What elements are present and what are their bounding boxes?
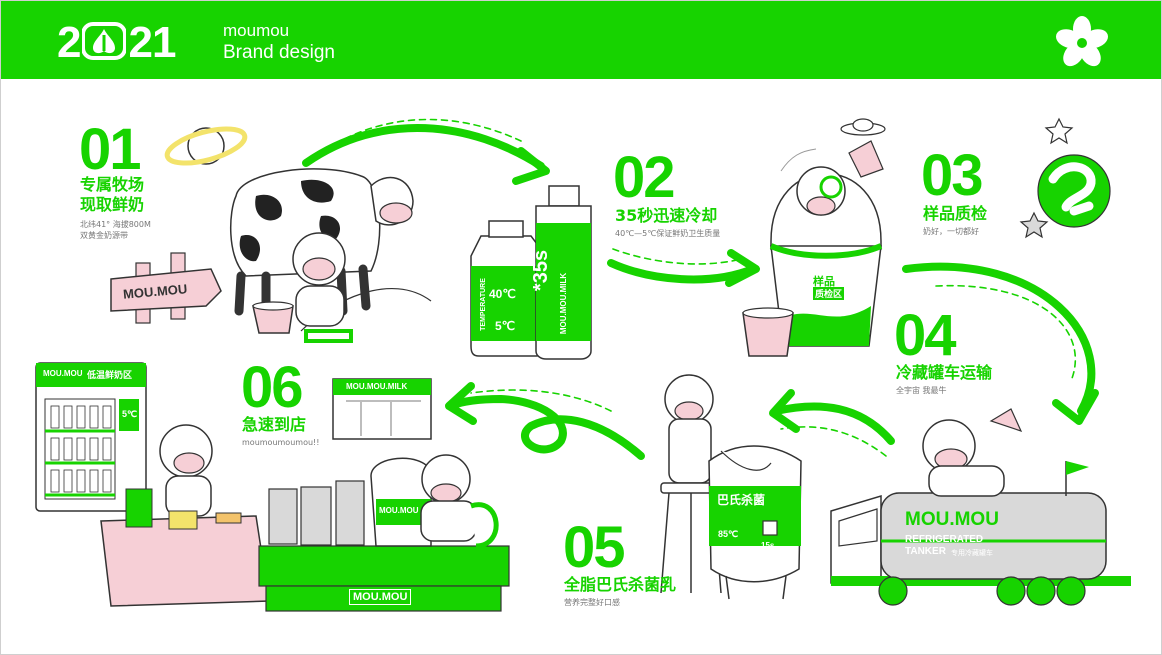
milk-fridge (35, 362, 147, 512)
step-01-desc: 北纬41° 海拔800M (80, 220, 151, 229)
cow-astronaut-milking (252, 232, 353, 343)
step-06-number: 06 (241, 355, 303, 420)
bottle-temp-low: 5℃ (495, 319, 516, 333)
tanker-line1: REFRIGERATED (905, 534, 984, 545)
arrow-03-04 (902, 262, 1096, 415)
year-digit-2: 2 (57, 18, 82, 67)
step-05-desc: 营养完整好口感 (564, 598, 620, 607)
step-05-title: 全脂巴氏杀菌乳 (564, 575, 677, 594)
arrow-02-03 (607, 259, 757, 284)
tanker-brand-label: MOU.MOU (905, 509, 999, 530)
planet-badge-icon (1037, 154, 1111, 228)
sample-zone-label: 样品 (813, 276, 835, 288)
step-06-desc: moumoumoumou!! (242, 438, 320, 447)
step-04-title: 冷藏罐车运输 (896, 363, 993, 382)
store-sign (332, 378, 432, 440)
decor-stars (1019, 117, 1074, 239)
step-01-title-2: 现取鲜奶 (80, 195, 145, 214)
bottle-temperature-label: TEMPERATURE (479, 278, 487, 331)
pasteurization-tank (660, 374, 802, 600)
planet-icon (164, 126, 248, 166)
milk-bottle-large (535, 185, 592, 360)
year-digits-21: 21 (128, 18, 176, 67)
arrow-01-02 (302, 123, 545, 170)
step-03-number: 03 (921, 143, 983, 208)
step-03-title: 样品质检 (923, 204, 988, 223)
step-06-title: 急速到店 (242, 415, 307, 434)
bottle-brand-label: MOU.MOU.MILK (559, 272, 569, 335)
step-04-desc: 全宇宙 我最牛 (896, 386, 947, 395)
tanker-line2: TANKER (905, 546, 946, 557)
milk-bottle-small (470, 220, 547, 357)
pasteur-label: 巴氏杀菌 (717, 493, 766, 507)
arrow-05-06 (447, 394, 645, 460)
header-bar (1, 1, 1161, 79)
brand-subtitle: Brand design (223, 42, 335, 63)
step-02-desc: 40℃—5℃保证鲜奶卫生质量 (615, 229, 721, 238)
brand-name: moumou (223, 21, 290, 40)
pasteur-time: 15s (761, 541, 775, 550)
store-counter (100, 424, 270, 607)
store-sign-label: MOU.MOU.MILK (346, 382, 408, 391)
fridge-temp-label: 5℃ (122, 409, 138, 419)
step-01-desc-2: 双黄金奶源带 (80, 231, 128, 240)
step-02-title: 35秒迅速冷却 (615, 206, 718, 225)
flow-arrows (302, 118, 1099, 460)
step-01-title: 专属牧场 (80, 175, 145, 194)
tanker-truck (830, 408, 1131, 606)
step-03-desc: 奶好，一切都好 (923, 227, 979, 236)
fence-sign (110, 252, 222, 324)
fridge-zone-label: 低温鲜奶区 (87, 371, 133, 381)
step-04-number: 04 (894, 303, 956, 368)
quality-check-dome (742, 118, 886, 357)
bottle-temp-high: 40℃ (489, 287, 516, 301)
counter-brand-label: MOU.MOU (349, 589, 412, 605)
year-logo: 2 21 (57, 18, 176, 67)
cup-brand-label: MOU.MOU (379, 506, 419, 515)
step-01-number: 01 (79, 117, 141, 182)
arrow-04-05 (772, 402, 895, 445)
step-05-number: 05 (563, 515, 625, 580)
sample-zone-label-2: 质检区 (813, 287, 845, 300)
fridge-brand-label: MOU.MOU (43, 369, 83, 378)
milk-station (258, 454, 510, 612)
bottle-35s-label: *35s (530, 249, 553, 292)
step-02-number: 02 (613, 145, 675, 210)
tanker-cn-label: 专用冷藏罐车 (951, 550, 993, 557)
pasteur-temp: 85℃ (718, 529, 739, 539)
drop-logo-icon (81, 21, 128, 61)
